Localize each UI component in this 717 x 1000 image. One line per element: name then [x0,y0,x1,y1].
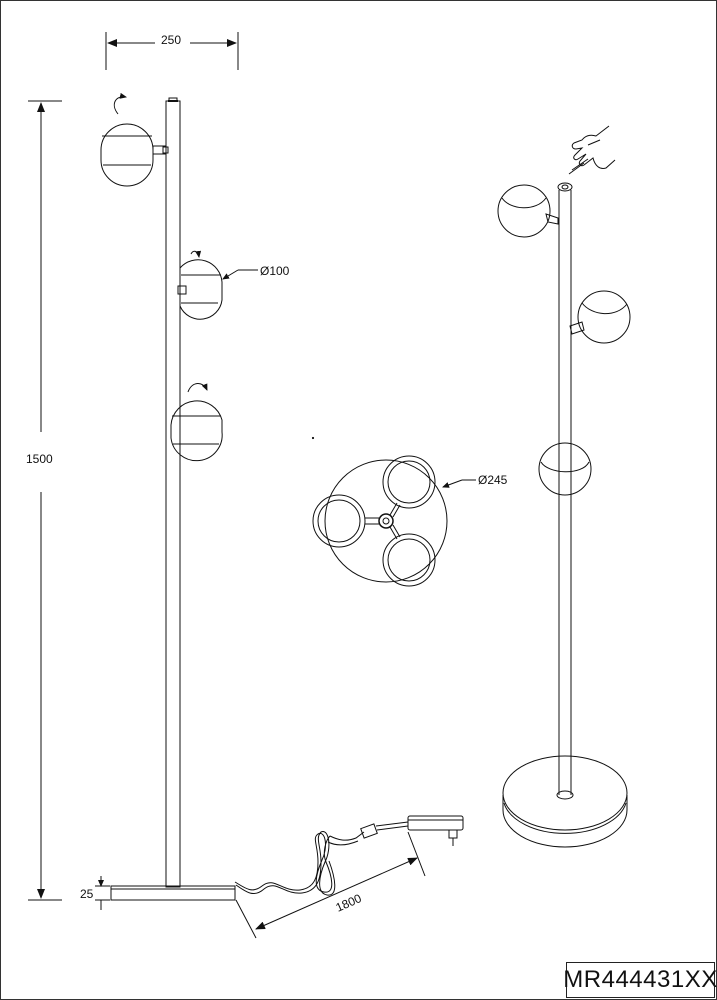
perspective-lamp-shade-lower [539,443,591,495]
base-diameter-label: Ø245 [478,473,508,487]
width-label: 250 [161,33,181,47]
left-lamp-shade-middle [178,260,222,319]
top-view [313,456,447,586]
rotate-arrow-icon [188,383,207,392]
left-lamp-shade-top [101,124,168,186]
rotate-arrow-icon [191,250,202,258]
width-dimension [106,32,238,70]
perspective-lamp-base [503,756,627,847]
height-label: 1500 [26,452,53,466]
model-number: MR444431XX [563,962,717,998]
shade-diameter-leader [222,270,258,280]
cable-length-dimension [236,832,425,938]
left-lamp-shade-lower [171,401,222,461]
cable-length-label: 1800 [334,891,364,915]
shade-diameter-label: Ø100 [260,264,290,278]
base-diameter-leader [442,480,476,488]
plug-adapter-icon [361,816,463,846]
base-height-label: 25 [80,887,94,901]
touch-hand-icon [569,126,615,174]
height-dimension [28,101,62,900]
left-lamp-pole [166,98,180,887]
base-height-dimension [95,876,110,910]
rotate-arrow-icon [114,92,127,114]
perspective-lamp-pole [558,183,572,795]
perspective-lamp-shade-middle [570,291,630,343]
left-lamp-base [111,886,235,900]
power-cable [235,831,364,895]
perspective-lamp-shade-top [498,185,558,237]
